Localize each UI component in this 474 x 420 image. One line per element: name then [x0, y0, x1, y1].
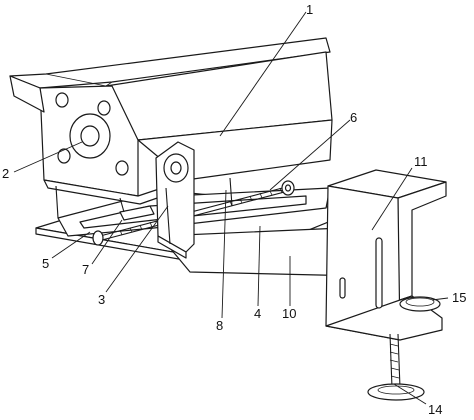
label-4: 4 — [254, 306, 261, 321]
led-top-left — [55, 92, 69, 108]
led-top-right — [97, 100, 111, 116]
label-6: 6 — [350, 110, 357, 125]
screw-knob-front — [92, 230, 104, 246]
leader-lines — [13, 11, 449, 405]
camera-lens-group — [55, 92, 129, 176]
hinge-pivot-inner — [170, 161, 182, 175]
label-1: 1 — [306, 2, 313, 17]
support-legs — [55, 177, 233, 219]
camera-housing — [9, 37, 333, 205]
screw-rod — [92, 180, 295, 246]
lens-inner-ring — [80, 125, 100, 147]
label-10: 10 — [282, 306, 296, 321]
hinge-bracket — [155, 141, 195, 259]
label-2: 2 — [2, 166, 9, 181]
label-14: 14 — [428, 402, 442, 417]
label-15: 15 — [452, 290, 466, 305]
part-number-labels: 1 2 3 4 5 6 7 8 10 11 14 15 — [2, 2, 466, 417]
led-bottom-right — [115, 160, 129, 176]
label-8: 8 — [216, 318, 223, 333]
label-5: 5 — [42, 256, 49, 271]
clamp-slot-small — [339, 277, 346, 299]
clamp-foot — [367, 383, 425, 401]
clamp-slot — [375, 237, 383, 309]
label-11: 11 — [414, 154, 428, 169]
led-bottom-left — [57, 148, 71, 164]
clamp-screw — [367, 296, 441, 401]
clamp-pad — [399, 296, 441, 312]
clamp-bracket — [325, 169, 447, 341]
label-3: 3 — [98, 292, 105, 307]
label-7: 7 — [82, 262, 89, 277]
